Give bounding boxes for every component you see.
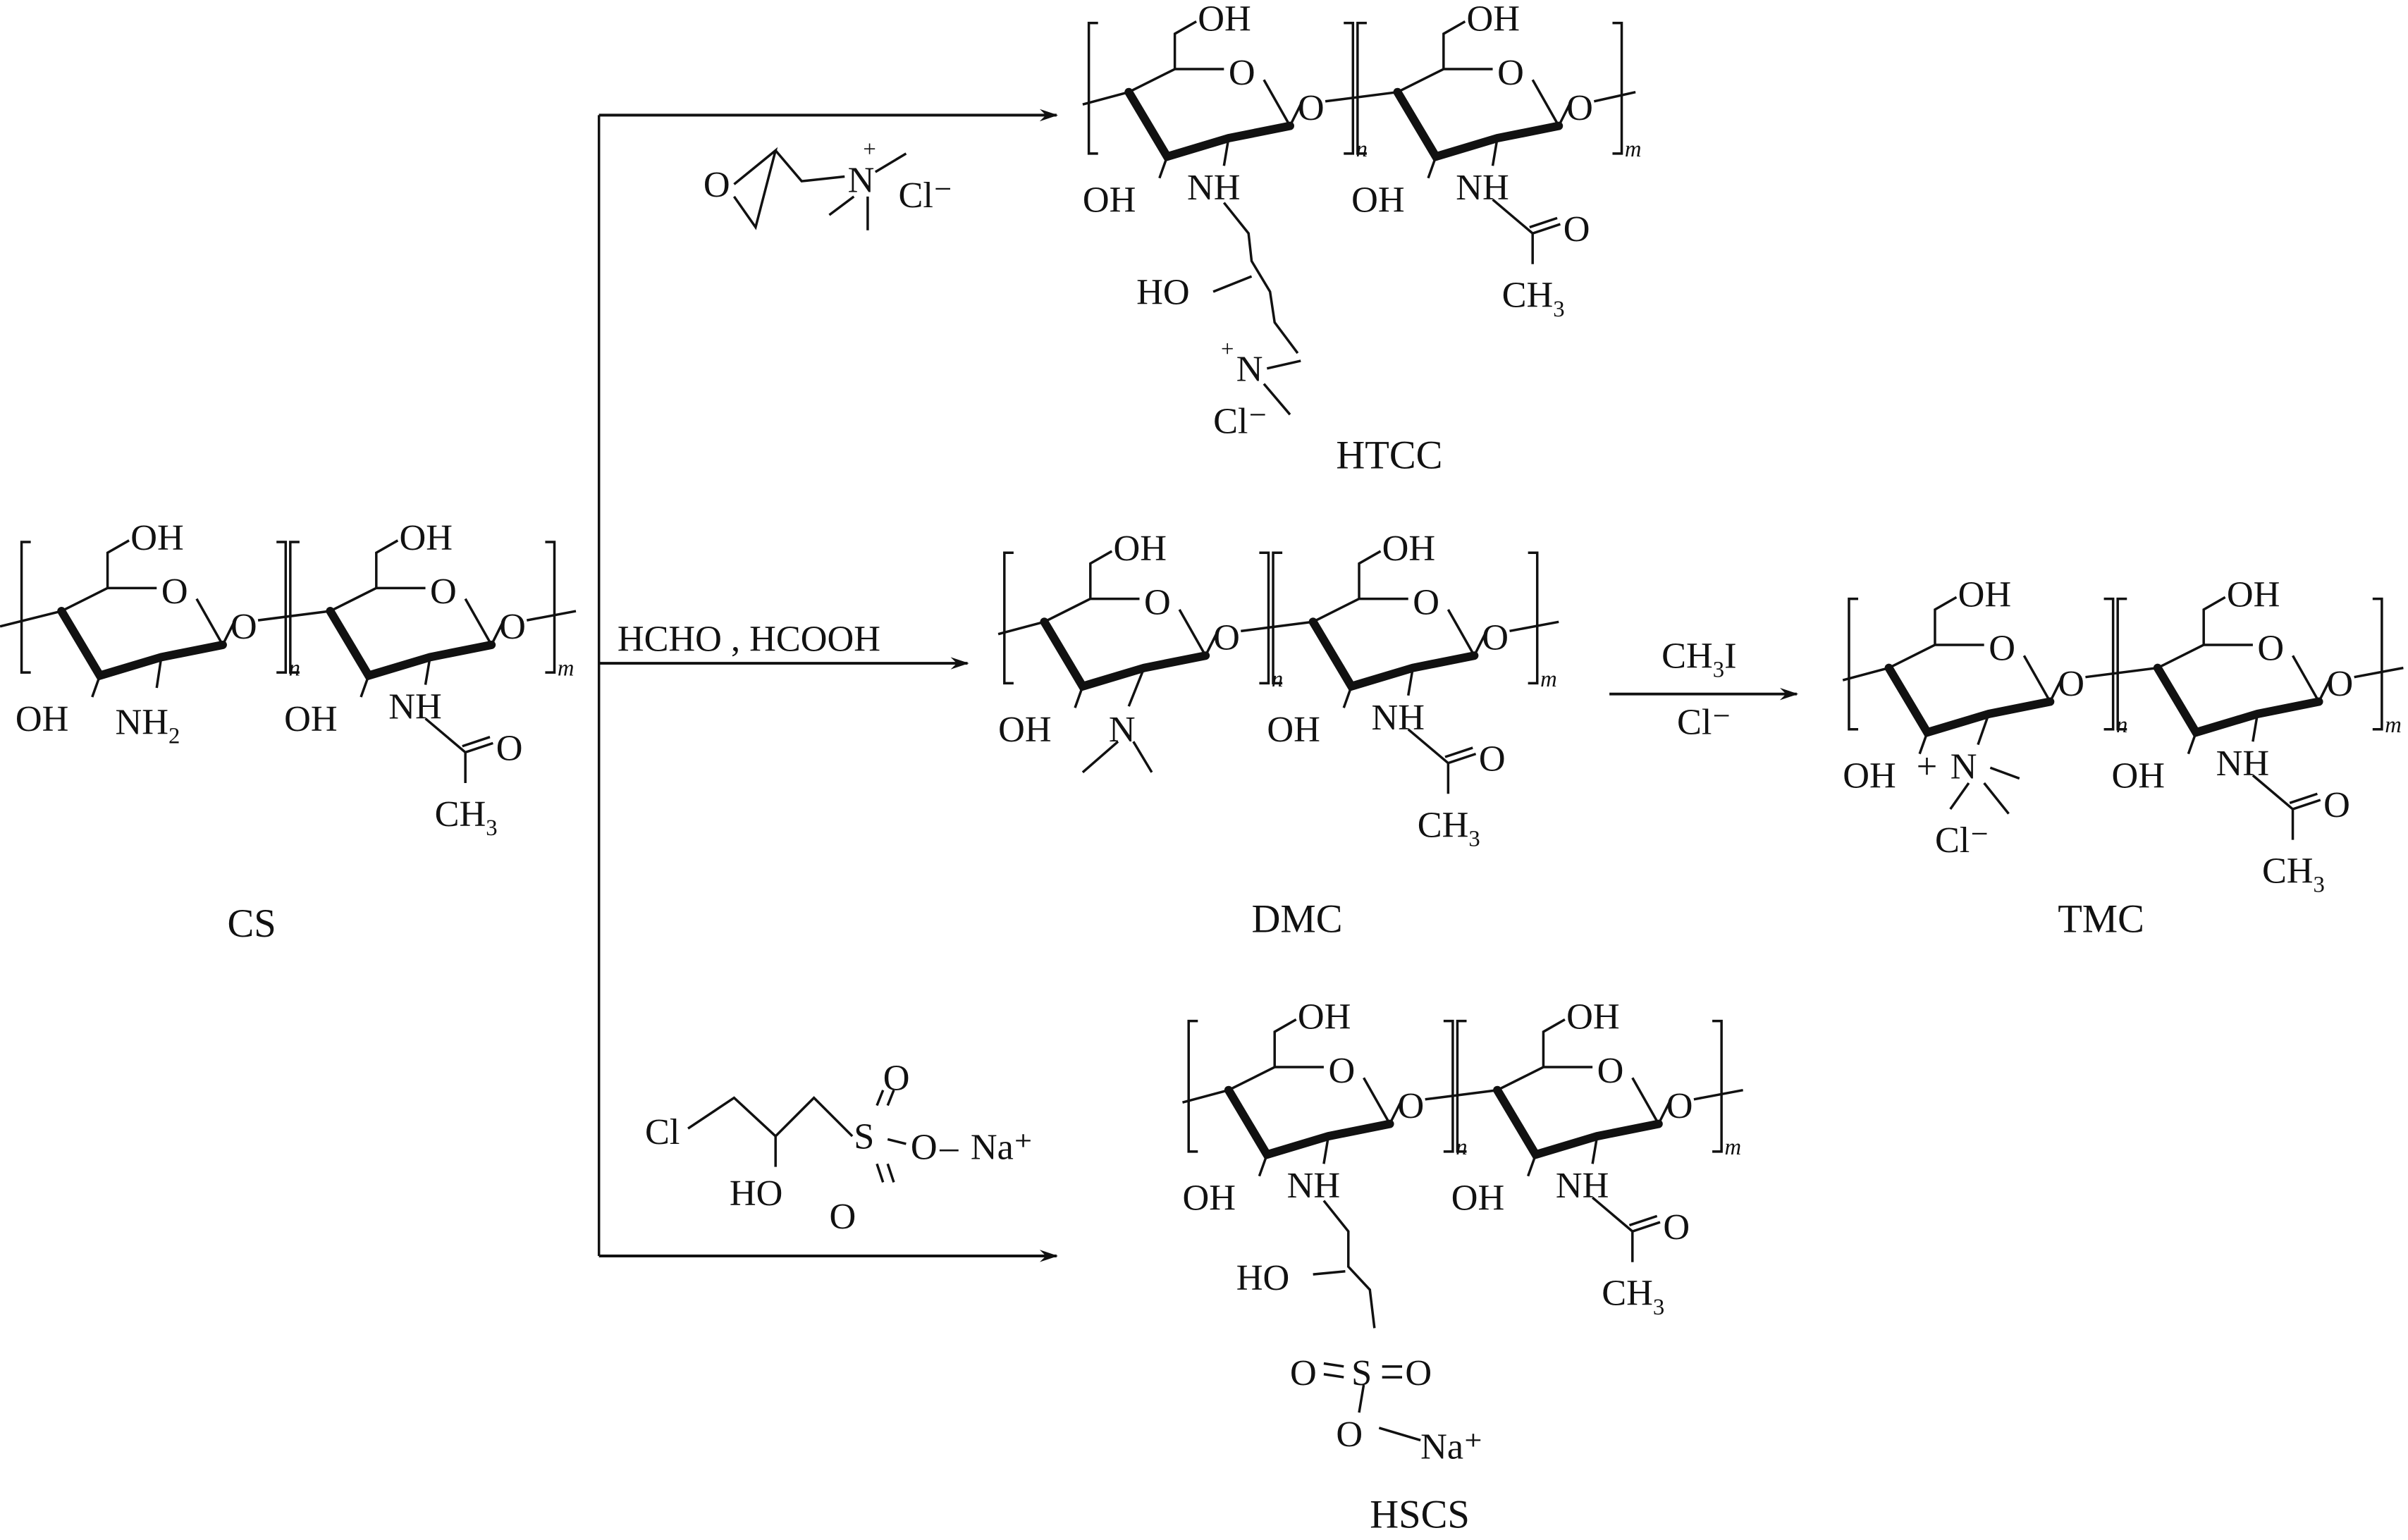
- atom-label: m: [1540, 667, 1557, 692]
- atom-label: N: [1951, 746, 1977, 787]
- atom-label: S: [1351, 1353, 1372, 1393]
- compound-hscs: n m NH HO S O O O Na⁺ HSCS: [1183, 997, 1743, 1537]
- reagent-formaldehyde-formic-acid: HCHO , HCOOH: [618, 619, 880, 660]
- atom-label: N: [1109, 709, 1136, 750]
- atom-label: Cl: [645, 1111, 680, 1152]
- reagent-chps-na: Cl HO S O O O – Na⁺: [645, 1058, 1033, 1237]
- atom-label: n: [1272, 667, 1283, 692]
- atom-label: HO: [730, 1173, 783, 1214]
- compound-cs: n m NH2 CS: [0, 517, 577, 946]
- compound-tmc: n m + N Cl⁻ TMC: [1843, 574, 2404, 941]
- repeat-m: m: [558, 656, 575, 682]
- atom-label: n: [1356, 137, 1368, 162]
- label-tmc: TMC: [2058, 897, 2144, 941]
- label-dmc: DMC: [1252, 897, 1343, 941]
- atom-label: NH: [1187, 167, 1241, 208]
- atom-label: S: [854, 1116, 874, 1157]
- atom-label: O: [704, 164, 730, 205]
- atom-label: n: [2116, 713, 2127, 738]
- reagent-chloride: Cl⁻: [1677, 701, 1731, 742]
- reagent-gtmac: O N + Cl⁻: [704, 137, 952, 230]
- bracket-left: [20, 541, 32, 674]
- atom-label: +: [1917, 746, 1937, 787]
- label-cs: CS: [227, 902, 276, 946]
- atom-label: m: [2385, 713, 2402, 738]
- atom-label: –: [939, 1127, 959, 1168]
- atom-label: NH: [1287, 1165, 1341, 1206]
- bracket-left: [289, 541, 301, 674]
- atom-label: N: [1236, 348, 1263, 389]
- atom-label: HO: [1236, 1257, 1289, 1298]
- label-htcc: HTCC: [1336, 433, 1442, 477]
- atom-label: O: [1290, 1353, 1317, 1393]
- compound-htcc: n m NH HO N + Cl⁻ HTCC: [1083, 0, 1642, 477]
- atom-label: Na⁺: [971, 1127, 1033, 1168]
- atom-label: +: [863, 137, 876, 162]
- atom-label: +: [1221, 336, 1234, 362]
- bracket-right: [543, 541, 556, 674]
- bracket-right: [275, 541, 288, 674]
- atom-label: m: [1625, 137, 1642, 162]
- atom-label: O: [1336, 1414, 1363, 1455]
- compound-dmc: n m N DMC: [998, 528, 1559, 941]
- reagent-methyl-iodide: CH3I: [1661, 636, 1736, 683]
- label-hscs: HSCS: [1370, 1493, 1470, 1537]
- atom-label: O: [829, 1196, 856, 1237]
- atom-label: n: [1456, 1135, 1467, 1160]
- atom-label: m: [1724, 1135, 1741, 1160]
- atom-label: O: [883, 1058, 910, 1099]
- atom-label: Na⁺: [1420, 1427, 1483, 1467]
- atom-label: O: [911, 1127, 938, 1168]
- acetamido-group: [387, 655, 524, 842]
- reaction-arrows: [597, 109, 1799, 1262]
- amine-label: NH2: [115, 701, 180, 749]
- repeat-n: n: [289, 656, 300, 682]
- atom-label: Cl⁻: [898, 175, 952, 216]
- atom-label: HO: [1136, 271, 1189, 312]
- atom-label: O: [1405, 1353, 1432, 1393]
- atom-label: N: [848, 159, 875, 200]
- atom-label: Cl⁻: [1213, 400, 1267, 441]
- atom-label: Cl⁻: [1935, 820, 1989, 861]
